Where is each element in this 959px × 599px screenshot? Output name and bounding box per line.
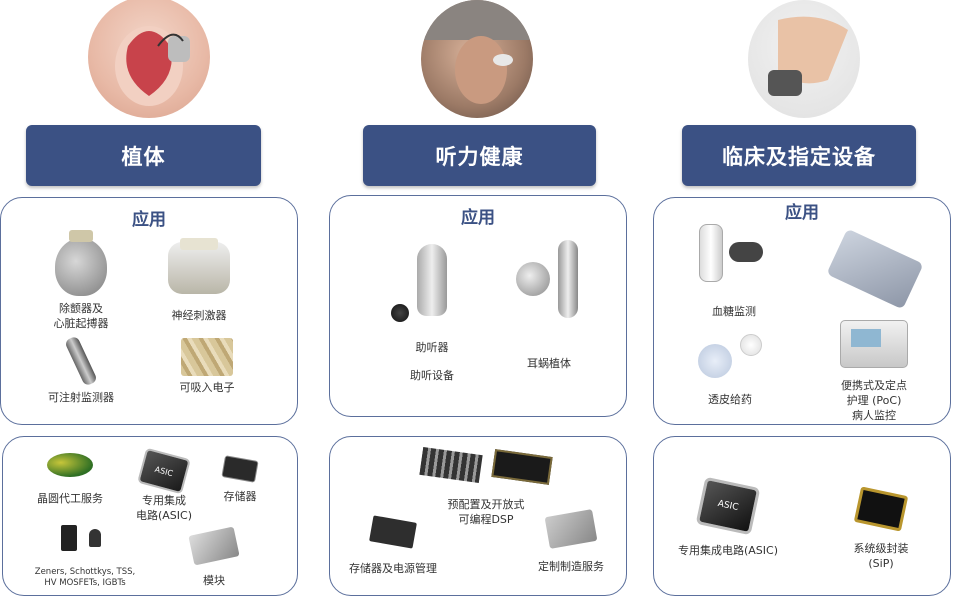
header-implants: 植体	[26, 125, 261, 186]
ingestible-pills-image	[181, 338, 233, 376]
app-label: 耳蜗植体	[527, 357, 571, 370]
injectable-monitor-image	[64, 335, 98, 387]
column-implants: 植体 应用 除颤器及 心脏起搏器 神经刺激器 可注射监测器 可吸入电子 晶圆代工…	[0, 0, 300, 599]
comp-label: 存储器及电源管理	[349, 562, 437, 575]
applications-panel-hearing: 应用 助听器 助听设备 耳蜗植体	[329, 195, 627, 417]
comp-custom-manufacturing: 定制制造服务	[526, 509, 616, 574]
app-hearing-aid: 助听器 助听设备	[391, 244, 472, 383]
app-glucose-monitoring: 血糖监测	[674, 224, 794, 319]
cochlear-implant-image	[516, 240, 582, 320]
wafer-image	[47, 453, 93, 477]
app-label: 血糖监测	[712, 305, 756, 318]
app-injectable-monitor: 可注射监测器	[39, 335, 123, 405]
applications-panel-clinical: 应用 血糖监测 透皮给药 便携式及定点 护理 (PoC) 病人监控	[653, 197, 951, 425]
sip-package-image	[853, 486, 909, 532]
applications-title: 应用	[785, 203, 819, 223]
comp-label: 系统级封装	[853, 542, 909, 555]
cartridge-device-image	[826, 228, 924, 310]
neurostimulator-image	[168, 238, 230, 294]
applications-panel-implants: 应用 除颤器及 心脏起搏器 神经刺激器 可注射监测器 可吸入电子	[0, 197, 298, 425]
comp-discretes: Zeners, Schottkys, TSS, HV MOSFETs, IGBT…	[33, 525, 137, 589]
app-label: 可注射监测器	[48, 391, 114, 404]
asic-chip-image: ASIC	[139, 450, 189, 492]
comp-label: 专用集成	[142, 494, 186, 507]
comp-label-line2: 可编程DSP	[458, 513, 514, 526]
app-transdermal-delivery: 透皮给药	[690, 334, 770, 407]
comp-memory: 存储器	[215, 456, 265, 504]
comp-label: 模块	[203, 574, 225, 587]
components-panel-hearing: 预配置及开放式 可编程DSP 存储器及电源管理 定制制造服务	[329, 436, 627, 596]
app-defibrillator-pacemaker: 除颤器及 心脏起搏器	[49, 230, 113, 331]
hearing-aid-image	[391, 244, 447, 322]
app-label: 便携式及定点	[841, 379, 907, 392]
components-panel-implants: 晶圆代工服务 ASIC 专用集成 电路(ASIC) 存储器 Zeners, Sc…	[2, 436, 298, 596]
comp-label: 定制制造服务	[538, 560, 604, 573]
app-cartridge-device	[826, 228, 924, 310]
app-label-line3: 病人监控	[852, 409, 896, 422]
app-label: 助听器	[415, 341, 449, 354]
comp-foundry: 晶圆代工服务	[25, 453, 115, 506]
app-neurostimulator: 神经刺激器	[159, 238, 239, 323]
comp-label-line2: (SiP)	[868, 557, 894, 570]
header-clinical-devices: 临床及指定设备	[682, 125, 916, 186]
app-label: 神经刺激器	[171, 309, 227, 322]
app-poc-patient-monitoring: 便携式及定点 护理 (PoC) 病人监控	[824, 320, 924, 423]
asic-chip-image: ASIC	[699, 480, 757, 532]
transdermal-patch-image	[698, 334, 762, 382]
module-image	[188, 526, 240, 566]
clinical-finger-photo	[748, 0, 860, 118]
applications-title: 应用	[461, 208, 495, 228]
memory-chip-image	[222, 456, 258, 482]
app-label-line2: 心脏起搏器	[53, 317, 109, 330]
comp-asic-clinical: ASIC 专用集成电路(ASIC)	[668, 480, 788, 558]
column-clinical-devices: 临床及指定设备 应用 血糖监测 透皮给药 便携式及定点 护理 (PoC) 病人监…	[653, 0, 959, 599]
comp-label: 存储器	[223, 490, 257, 503]
app-label: 透皮给药	[708, 393, 752, 406]
comp-label: Zeners, Schottkys, TSS,	[34, 567, 136, 577]
comp-sip: 系统级封装 (SiP)	[836, 486, 926, 571]
app-ingestible-electronics: 可吸入电子	[167, 338, 247, 395]
column-hearing-health: 听力健康 应用 助听器 助听设备 耳蜗植体 预配置及开放式 可编程DSP 存储器…	[329, 0, 629, 599]
app-cochlear-implant: 耳蜗植体	[504, 240, 594, 371]
memory-power-image	[369, 515, 417, 549]
comp-asic: ASIC 专用集成 电路(ASIC)	[129, 450, 199, 523]
comp-module: 模块	[187, 526, 241, 588]
header-hearing-health: 听力健康	[363, 125, 596, 186]
comp-label-line2: HV MOSFETs, IGBTs	[44, 578, 126, 588]
app-label: 可吸入电子	[179, 381, 235, 394]
comp-label-line2: 电路(ASIC)	[135, 509, 192, 522]
pacemaker-image	[55, 230, 107, 296]
glucose-meter-image	[689, 224, 779, 282]
comp-label: 预配置及开放式	[447, 498, 525, 511]
implant-heart-photo	[88, 0, 210, 118]
custom-manufacturing-image	[544, 509, 598, 549]
patient-monitor-image	[840, 320, 908, 368]
comp-label: 晶圆代工服务	[37, 492, 103, 505]
hearing-ear-photo	[421, 0, 533, 118]
transistors-image	[57, 525, 113, 567]
comp-dsp: 预配置及开放式 可编程DSP	[416, 446, 556, 527]
dsp-chips-image	[419, 446, 553, 485]
comp-memory-power: 存储器及电源管理	[338, 515, 448, 576]
applications-title: 应用	[132, 210, 166, 230]
app-label: 除颤器及	[59, 302, 103, 315]
app-label-line2: 护理 (PoC)	[846, 394, 902, 407]
app-label-line2: 助听设备	[410, 369, 454, 382]
components-panel-clinical: ASIC 专用集成电路(ASIC) 系统级封装 (SiP)	[653, 436, 951, 596]
comp-label: 专用集成电路(ASIC)	[677, 544, 778, 557]
